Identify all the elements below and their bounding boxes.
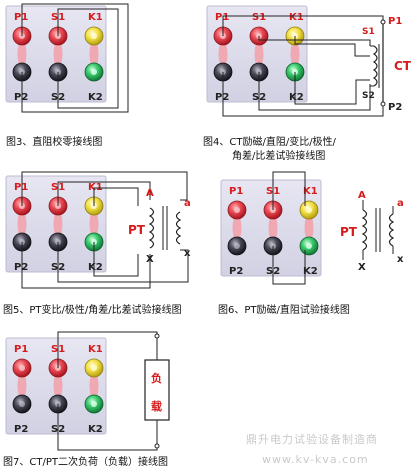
label-p2: P2 xyxy=(14,424,28,435)
wire-k1 xyxy=(93,187,139,206)
ct-p1: P1 xyxy=(388,16,402,27)
label-s1: S1 xyxy=(252,12,266,23)
watermark-url: www.kv-kva.com xyxy=(262,453,369,466)
pt-a: a xyxy=(184,198,191,209)
wire-k1 xyxy=(294,36,370,57)
watermark: 鼎升电力试验设备制造商 www.kv-kva.com xyxy=(246,432,378,466)
label-p2: P2 xyxy=(14,92,28,103)
figure-3: P1 S1 K1 P2 S2 K2 图3、直阻校零接线图 xyxy=(5,3,129,148)
ct-s1: S1 xyxy=(362,27,375,37)
label-k2: K2 xyxy=(303,266,318,277)
figure-6: P1 S1 K1 P2 S2 K2 PT A a X x 图6、PT励磁/直阻试… xyxy=(218,171,404,316)
wire-s1-load xyxy=(57,331,158,368)
wire-s2 xyxy=(57,242,189,283)
label-p1: P1 xyxy=(215,12,229,23)
pt-secondary-coil-icon xyxy=(388,213,395,247)
label-k1: K1 xyxy=(88,344,103,355)
figure-4: P1 S1 K1 P2 S2 K2 CT P1 P2 S1 S2 图4、CT励磁… xyxy=(203,5,412,162)
wire-k2 xyxy=(294,72,370,105)
pt-label: PT xyxy=(340,225,358,239)
pt-x: x xyxy=(184,248,191,259)
figure-7: P1 S1 K1 P2 S2 K2 负 载 图7、CT/PT二次负荷（负载）接线… xyxy=(3,331,170,468)
wire-p2 xyxy=(21,242,151,289)
wire-p1 xyxy=(222,15,384,36)
wire-k2 xyxy=(93,242,139,277)
caption-fig5: 图5、PT变比/极性/角差/比差试验接线图 xyxy=(3,303,182,316)
pt-X: X xyxy=(358,262,366,273)
pt-A: A xyxy=(146,188,154,199)
load-box xyxy=(144,359,170,421)
ct-coil-icon xyxy=(372,45,378,87)
load-char2: 载 xyxy=(151,399,162,413)
label-p1: P1 xyxy=(14,12,28,23)
load-char1: 负 xyxy=(151,371,162,385)
caption-fig3: 图3、直阻校零接线图 xyxy=(6,135,102,148)
ct-p2: P2 xyxy=(388,102,402,113)
wire-p2 xyxy=(222,72,384,117)
wire-p1 xyxy=(21,171,188,206)
pt-A: A xyxy=(358,190,366,201)
label-p1: P1 xyxy=(229,186,243,197)
label-p1: P1 xyxy=(14,344,28,355)
wire-s2-load xyxy=(57,404,158,451)
caption-fig7: 图7、CT/PT二次负荷（负载）接线图 xyxy=(3,455,168,468)
pt-a: a xyxy=(397,198,404,209)
label-k1: K1 xyxy=(289,12,304,23)
caption-fig4-line1: 图4、CT励磁/直阻/变比/极性/ xyxy=(203,135,337,148)
ct-label: CT xyxy=(394,59,412,73)
ct-s2: S2 xyxy=(362,91,375,101)
wire-s2-k2 xyxy=(272,246,306,285)
pt-primary-coil-icon xyxy=(148,207,155,249)
wire-s1-s2 xyxy=(57,8,119,109)
label-p2: P2 xyxy=(229,266,243,277)
label-p2: P2 xyxy=(215,92,229,103)
wire-s2 xyxy=(258,72,371,111)
caption-fig6: 图6、PT励磁/直阻试验接线图 xyxy=(218,303,350,316)
caption-fig4-line2: 角差/比差试验接线图 xyxy=(232,149,325,162)
label-p1: P1 xyxy=(14,182,28,193)
wire-s1 xyxy=(57,181,151,206)
pt-primary-coil-icon xyxy=(361,209,368,251)
pt-secondary-coil-icon xyxy=(175,211,182,245)
label-k2: K2 xyxy=(88,262,103,273)
wire-p1-p2 xyxy=(21,3,129,113)
wire-s1 xyxy=(258,36,371,46)
pt-label: PT xyxy=(128,223,146,237)
pt-X: X xyxy=(146,254,154,265)
watermark-company: 鼎升电力试验设备制造商 xyxy=(246,432,378,446)
label-k1: K1 xyxy=(303,186,318,197)
label-k2: K2 xyxy=(88,92,103,103)
pt-x: x xyxy=(397,254,404,265)
label-k1: K1 xyxy=(88,12,103,23)
label-k2: K2 xyxy=(289,92,304,103)
figure-5: P1 S1 K1 P2 S2 K2 PT A a X x 图5、PT变比/极性/… xyxy=(3,171,191,316)
wire-s1-k1 xyxy=(272,171,306,210)
label-k2: K2 xyxy=(88,424,103,435)
label-p2: P2 xyxy=(14,262,28,273)
